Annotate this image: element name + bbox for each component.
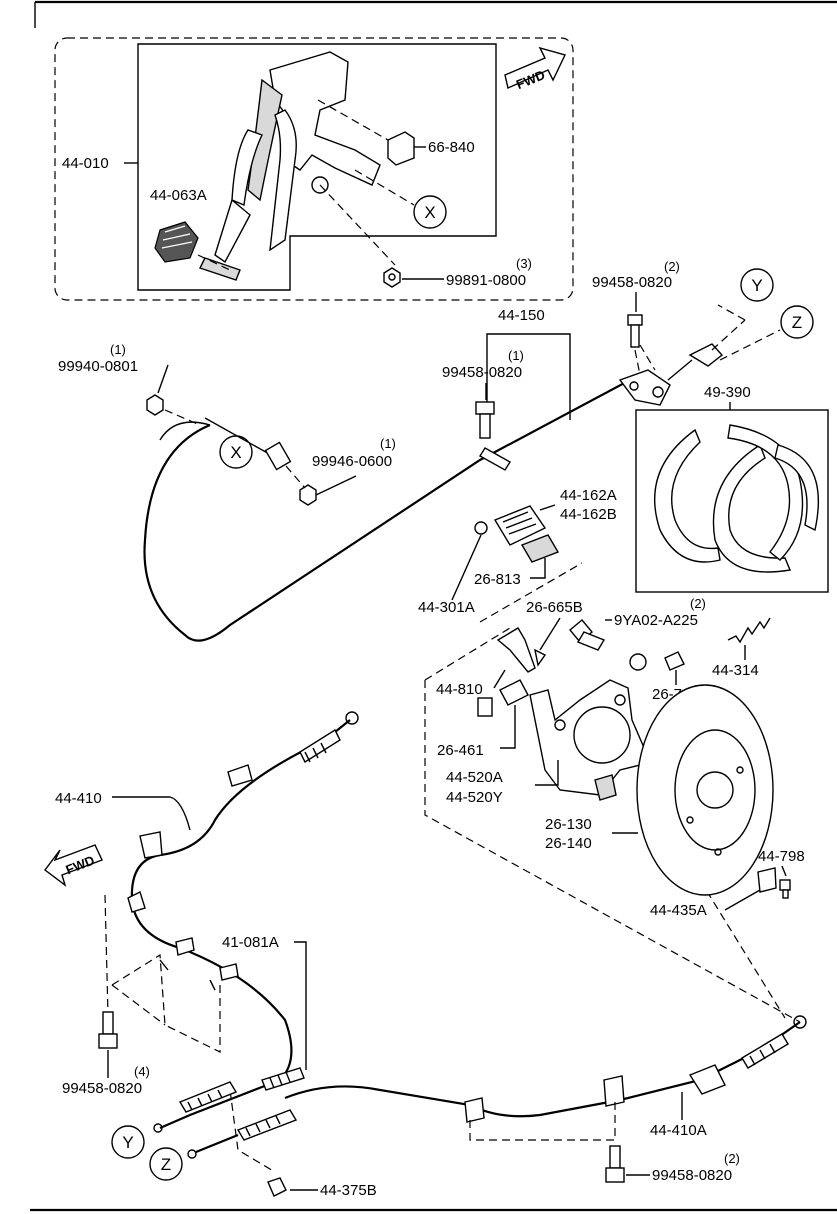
callout-z-bottom-text: Z	[161, 1155, 171, 1174]
bolt-99458-0820-bottom-part	[605, 1145, 625, 1183]
label-44-410a: 44-410A	[650, 1122, 707, 1139]
qty-99458-0820-bottom: (2)	[724, 1151, 740, 1166]
label-26-130: 26-130	[545, 816, 592, 833]
bolt-44-798-part	[779, 879, 791, 899]
brake-shoe-set-frame	[635, 409, 829, 593]
label-44-798: 44-798	[758, 848, 805, 865]
label-26-140: 26-140	[545, 835, 592, 852]
callout-z-top-text: Z	[792, 313, 802, 332]
qty-99891-0800: (3)	[516, 256, 532, 271]
dust-shield-part	[636, 684, 774, 896]
pedal-bracket-shape	[199, 51, 381, 281]
label-44-810: 44-810	[436, 681, 483, 698]
nut-99891-0800-part	[383, 267, 401, 288]
bolt-99458-0820-top-part	[627, 314, 643, 348]
lever-44-810-part	[496, 627, 536, 673]
spring-44-314-part	[727, 617, 771, 644]
bracket-44-435a-part	[757, 867, 777, 893]
qty-9ya02-a225: (2)	[690, 596, 706, 611]
label-26-461: 26-461	[437, 742, 484, 759]
label-44-301a: 44-301A	[418, 599, 475, 616]
label-44-162a: 44-162A	[560, 487, 617, 504]
label-44-063a: 44-063A	[150, 187, 207, 204]
label-99946-0600: 99946-0600	[312, 453, 392, 470]
qty-99946-0600: (1)	[380, 436, 396, 451]
callout-z-top	[780, 305, 814, 339]
label-9ya02-a225: 9YA02-A225	[614, 612, 698, 629]
callout-x-pedal-text: X	[424, 203, 435, 222]
block-26-813-part	[520, 534, 560, 563]
label-99458-0820-mid: 99458-0820	[442, 364, 522, 381]
label-99458-0820-left: 99458-0820	[62, 1080, 142, 1097]
cap-26-762-part	[629, 651, 685, 671]
cable-end-44-410a-right	[741, 1015, 807, 1069]
label-44-162b: 44-162B	[560, 506, 617, 523]
bushing-26-461-part	[477, 679, 529, 717]
forward-arrow-left: FWD	[44, 844, 103, 887]
callout-x-cable-text: X	[230, 443, 241, 462]
label-44-410: 44-410	[55, 790, 102, 807]
callout-y-top	[740, 268, 774, 302]
qty-99940-0801: (1)	[110, 342, 126, 357]
cable-end-y-left	[153, 1081, 238, 1133]
forward-arrow-top: FWD	[504, 46, 566, 92]
pedal-group-dashed-frame	[54, 37, 574, 301]
label-44-435a: 44-435A	[650, 902, 707, 919]
bolt-9ya02-a225-part	[569, 619, 606, 651]
label-44-520y: 44-520Y	[446, 789, 503, 806]
cable-joint-yz	[667, 343, 724, 381]
label-41-081a: 41-081A	[222, 934, 279, 951]
front-cable-44-150	[143, 379, 631, 642]
pedal-pad-part	[154, 221, 199, 263]
callout-y-bottom	[111, 1125, 145, 1159]
clip-66-840-part	[387, 131, 415, 166]
callout-y-bottom-text: Y	[122, 1133, 133, 1152]
screw-44-301a-part	[474, 521, 488, 535]
equalizer-bracket-part	[618, 369, 671, 406]
label-99458-0820-bottom: 99458-0820	[652, 1167, 732, 1184]
label-26-813: 26-813	[474, 571, 521, 588]
brake-shoes-part	[653, 424, 819, 573]
pedal-assembly-frame	[137, 43, 497, 291]
label-99891-0800: 99891-0800	[446, 272, 526, 289]
shim-plate-part	[493, 505, 547, 546]
callout-z-bottom	[149, 1147, 183, 1181]
nut-99946-0600-part	[299, 484, 317, 506]
label-44-375b: 44-375B	[320, 1182, 377, 1199]
label-99940-0801: 99940-0801	[58, 358, 138, 375]
label-66-840: 66-840	[428, 139, 475, 156]
bolt-99458-0820-mid-part	[475, 401, 495, 439]
callout-y-top-text: Y	[751, 276, 762, 295]
label-44-314: 44-314	[712, 662, 759, 679]
qty-99458-0820-top: (2)	[664, 259, 680, 274]
nut-99940-0801-part	[146, 394, 164, 416]
clip-44-375b-part	[267, 1177, 287, 1197]
label-26-665b: 26-665B	[526, 599, 583, 616]
label-44-150: 44-150	[498, 307, 545, 324]
cable-end-44-410-top	[299, 711, 359, 764]
label-49-390: 49-390	[704, 384, 751, 401]
label-44-010: 44-010	[62, 155, 109, 172]
qty-99458-0820-mid: (1)	[508, 348, 524, 363]
label-99458-0820-top: 99458-0820	[592, 274, 672, 291]
backing-plate-part	[529, 679, 646, 801]
cable-end-z-left	[187, 1109, 298, 1159]
label-44-520a: 44-520A	[446, 769, 503, 786]
qty-99458-0820-left: (4)	[134, 1064, 150, 1079]
callout-x-cable	[219, 435, 253, 469]
bolt-99458-0820-left-part	[98, 1011, 118, 1049]
callout-x-pedal	[413, 195, 447, 229]
rear-cable-44-410a	[284, 1021, 801, 1118]
